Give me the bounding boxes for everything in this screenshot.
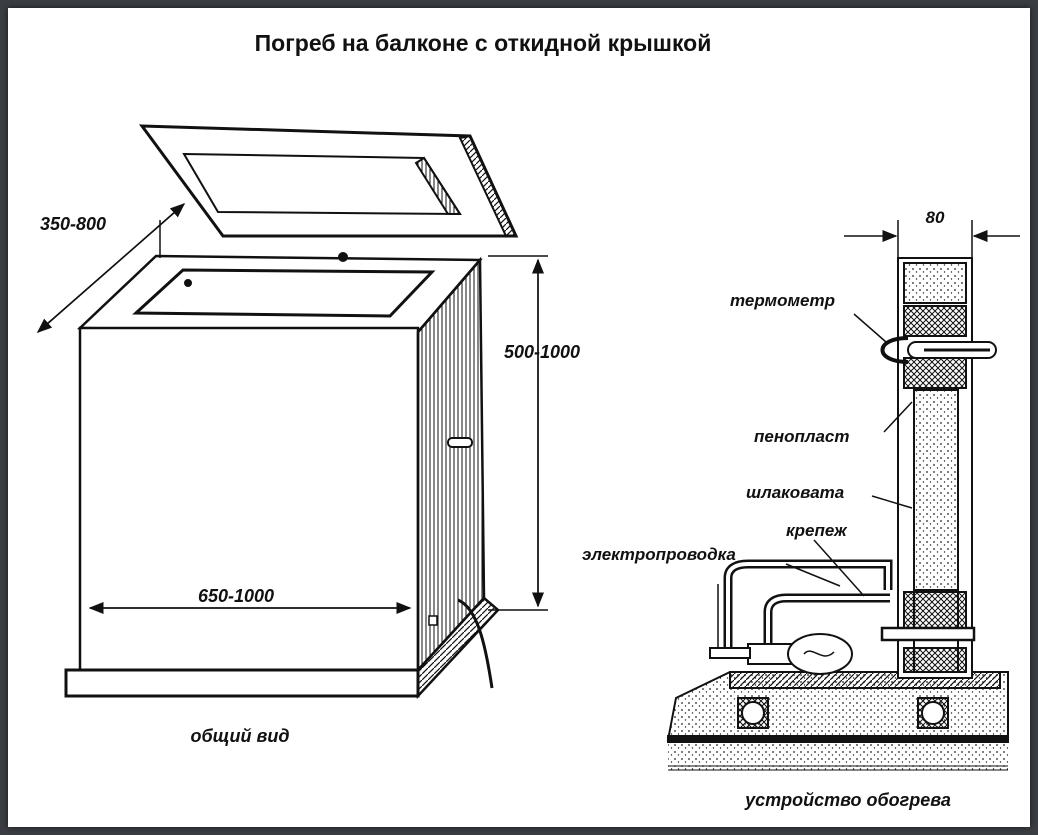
lamp-socket: [747, 643, 793, 665]
hinge-dot: [338, 252, 348, 262]
cellar-box-drawing: [64, 124, 519, 700]
label-wiring: электропроводка: [582, 545, 736, 564]
power-cable: [457, 598, 494, 689]
leader-fastener: [813, 539, 865, 597]
dim-height-label: 500-1000: [504, 342, 580, 362]
lid-inner-shade: [414, 156, 462, 215]
fastener-pipe-inner: [766, 596, 890, 648]
opening-dot: [184, 279, 192, 287]
heating-section-drawing: [666, 257, 1009, 772]
leader-foam: [883, 401, 913, 433]
label-foam: пенопласт: [754, 427, 849, 446]
label-thermometer: термометр: [730, 291, 835, 310]
left-caption: общий вид: [191, 726, 290, 746]
box-opening: [132, 268, 436, 318]
leader-lines: [785, 313, 913, 597]
lid-edge-hatch: [458, 134, 518, 237]
diagram-sheet: Погреб на балконе с откидной крышкой: [8, 8, 1030, 827]
leader-thermometer: [853, 313, 887, 343]
floor-line: [667, 735, 1009, 743]
slag-wool-fill: [913, 389, 959, 591]
wall-cross-1: [903, 305, 967, 337]
wall-top-fill: [903, 262, 967, 304]
beam-right-ring: [921, 701, 945, 725]
box-plinth-front: [64, 668, 420, 698]
thermometer-bracket: [880, 336, 909, 364]
dim-width-label: 650-1000: [198, 586, 274, 606]
label-slag-wool: шлаковата: [746, 483, 844, 502]
right-caption: устройство обогрева: [744, 790, 951, 810]
diagram-canvas: Погреб на балконе с откидной крышкой: [36, 30, 1020, 810]
diagram-title: Погреб на балконе с откидной крышкой: [255, 30, 712, 56]
floor-base-hatch: [668, 764, 1008, 772]
box-socket: [428, 615, 438, 626]
wall-cross-2: [903, 357, 967, 389]
switch-body: [709, 647, 751, 659]
clamp-band: [880, 626, 976, 642]
dim-wall-label: 80: [926, 208, 945, 227]
beam-left-ring: [741, 701, 765, 725]
box-front: [78, 326, 420, 672]
right-dimensions: [844, 220, 1020, 258]
box-handle: [447, 437, 473, 448]
left-dimensions: [36, 203, 548, 614]
leader-slag-wool: [871, 495, 913, 509]
wiring-conduit-inner: [726, 562, 890, 648]
label-fastener: крепеж: [786, 521, 848, 540]
leader-wiring: [785, 563, 841, 587]
lamp-filament: [803, 650, 835, 657]
dim-depth-label: 350-800: [40, 214, 106, 234]
